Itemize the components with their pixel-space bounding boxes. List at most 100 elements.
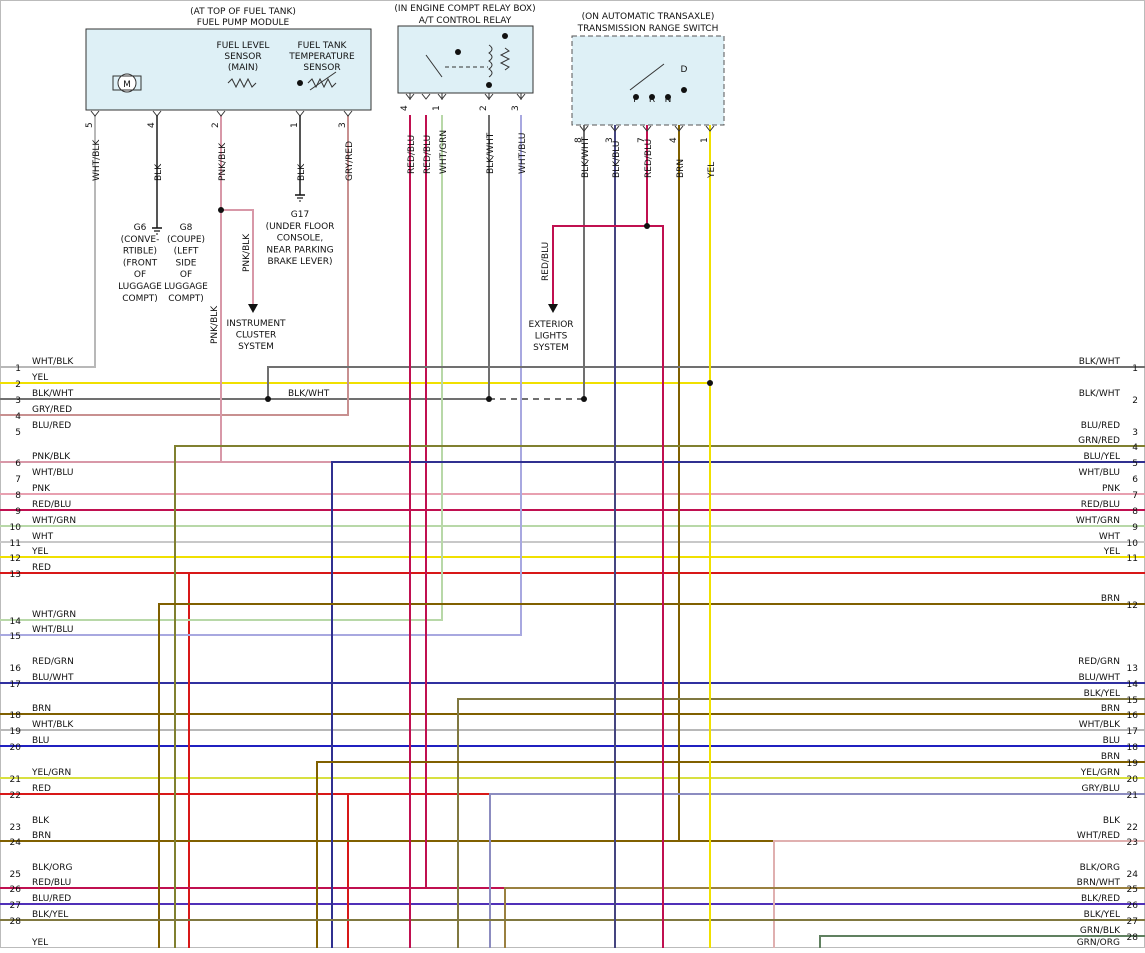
ground-g17-label: (UNDER FLOOR	[266, 222, 335, 232]
right-pin-number: 15	[1127, 696, 1138, 706]
right-pin-number: 28	[1127, 933, 1139, 943]
arrow-down-icon	[548, 304, 558, 313]
right-pin-number: 17	[1127, 727, 1138, 737]
wire-brn-12	[158, 603, 1145, 948]
right-pin-number: 12	[1127, 601, 1138, 611]
pin-wire-color: WHT/BLK	[92, 139, 102, 181]
relay-resistor-icon	[499, 47, 511, 71]
right-wire-label: BLK/YEL	[1084, 910, 1120, 920]
instrument-cluster-ref: SYSTEM	[238, 342, 274, 352]
pnk-blk-label: PNK/BLK	[210, 305, 220, 344]
left-wire-label: RED	[32, 563, 51, 573]
relay-coil-icon	[488, 44, 493, 78]
cluster-wire-label: PNK/BLK	[242, 233, 252, 272]
right-wire-label: BLU/RED	[1081, 421, 1120, 431]
ground-g6-label: RTIBLE)	[123, 247, 157, 257]
left-pin-number: 18	[10, 711, 22, 721]
right-pin-number: 16	[1127, 711, 1139, 721]
right-wire-label: BRN	[1101, 752, 1120, 762]
right-wire-label: RED/GRN	[1078, 657, 1120, 667]
exterior-lights-ref: EXTERIOR	[528, 320, 573, 330]
wire-layer	[0, 35, 1145, 948]
pin-number: 1	[700, 137, 710, 143]
switch-lever-icon	[629, 63, 665, 91]
ground-g8-label: G8	[180, 223, 193, 233]
connector-pin-icon	[421, 93, 431, 100]
pin-number: 3	[605, 137, 615, 143]
ground-g17-label: CONSOLE,	[277, 234, 323, 244]
fuel-level-sensor-label: FUEL LEVEL	[217, 41, 270, 51]
left-pin-number: 26	[10, 885, 22, 895]
connector-pin-icon	[295, 110, 305, 117]
wire-brn-wht	[504, 887, 1145, 948]
left-pin-number: 23	[10, 823, 21, 833]
ground-g8-label: SIDE	[176, 258, 197, 268]
right-wire-label: YEL/GRN	[1080, 768, 1120, 778]
right-pin-number: 5	[1132, 459, 1138, 469]
left-pin-number: 6	[15, 459, 21, 469]
right-wire-label: GRN/RED	[1078, 436, 1120, 446]
pin-number: 5	[85, 122, 95, 128]
splice-dot	[218, 207, 224, 213]
right-pin-number: 20	[1127, 775, 1139, 785]
switch-position-d: D	[681, 65, 688, 75]
right-pin-number: 26	[1127, 901, 1139, 911]
left-pin-number: 4	[15, 412, 21, 422]
left-wire-label: RED/BLU	[32, 878, 71, 888]
splice-dot	[486, 82, 492, 88]
right-wire-label: BLK	[1103, 816, 1121, 826]
left-pin-number: 24	[10, 838, 22, 848]
ground-g8-label: (LEFT	[174, 247, 199, 257]
wire-r4b	[0, 115, 427, 889]
left-wire-label: WHT/BLK	[32, 357, 74, 367]
connector-pin-icon	[343, 110, 353, 117]
left-wire-label: YEL	[31, 938, 48, 948]
connector-pin-icon	[516, 93, 526, 100]
motor-housing	[112, 75, 142, 91]
right-wire-label: WHT/BLK	[1079, 720, 1121, 730]
pin-number: 4	[147, 122, 157, 128]
splice-dot	[502, 33, 508, 39]
left-wire-label: PNK	[32, 484, 51, 494]
wire-fp2	[0, 115, 222, 463]
wire-fp3	[0, 115, 349, 416]
pin-wire-color: BLK/WHT	[581, 136, 591, 178]
pin-wire-color: PNK/BLK	[218, 142, 228, 181]
label-layer: 1WHT/BLK2YEL3BLK/WHT4GRY/RED5BLU/RED6PNK…	[10, 4, 1139, 948]
left-pin-number: 20	[10, 743, 22, 753]
wire-blu-yel	[331, 461, 1145, 948]
wire-brn-19	[316, 761, 1145, 948]
ground-g17-label: NEAR PARKING	[266, 245, 333, 255]
left-wire-label: BLK/ORG	[32, 863, 72, 873]
ground-g6-label: COMPT)	[122, 294, 158, 304]
right-pin-number: 21	[1127, 791, 1138, 801]
left-pin-number: 13	[10, 570, 21, 580]
ground-g17-label: BRAKE LEVER)	[268, 257, 333, 267]
relay-switch-icon	[425, 54, 443, 78]
right-wire-label: WHT/BLU	[1078, 468, 1120, 478]
right-pin-number: 24	[1127, 870, 1139, 880]
left-wire-label: YEL/GRN	[31, 768, 71, 778]
pin-number: 4	[400, 105, 410, 111]
fuel-temp-sensor-label: FUEL TANK	[298, 41, 348, 51]
connector-pin-icon	[90, 110, 100, 117]
pin-wire-color: WHT/GRN	[439, 130, 449, 174]
left-wire-label: BLU/RED	[32, 421, 71, 431]
left-pin-number: 1	[15, 364, 21, 374]
pin-wire-color: RED/BLU	[423, 135, 433, 174]
left-pin-number: 17	[10, 680, 21, 690]
splice-dot	[649, 94, 655, 100]
exterior-wire-label: RED/BLU	[541, 242, 551, 281]
pin-number: 2	[211, 122, 221, 128]
right-pin-number: 11	[1127, 554, 1138, 564]
right-wire-label: BLK/WHT	[1079, 389, 1121, 399]
fuel-temp-sensor-label: TEMPERATURE	[288, 52, 355, 62]
ground-g6-label: (FRONT	[123, 258, 158, 268]
left-pin-number: 25	[10, 870, 21, 880]
splice-dot	[665, 94, 671, 100]
left-wire-label: RED/GRN	[32, 657, 74, 667]
right-pin-number: 22	[1127, 823, 1138, 833]
at-control-relay-box	[397, 25, 534, 94]
